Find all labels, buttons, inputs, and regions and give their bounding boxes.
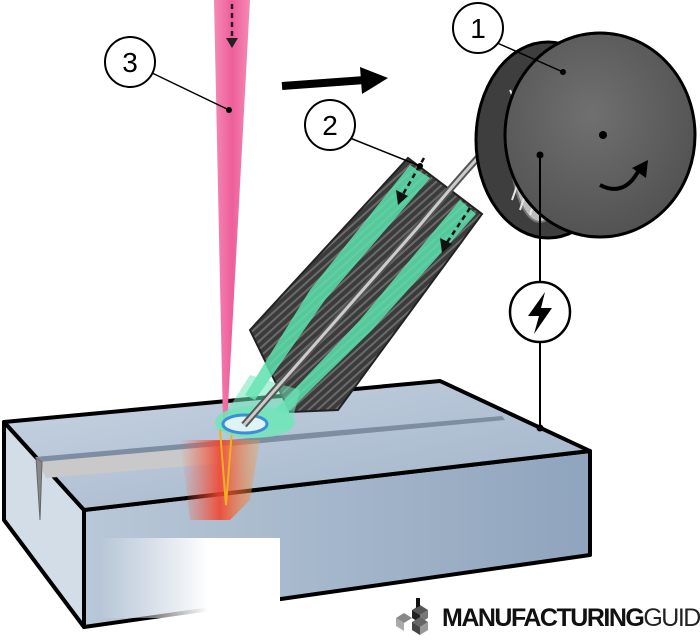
logo-text-light: GUIDE: [643, 603, 700, 632]
callout-2: 2: [304, 99, 423, 169]
weld-bead-section: [100, 538, 280, 618]
laser-direction-arrow-icon: [226, 4, 238, 48]
callout-label: 3: [122, 47, 138, 78]
manufacturing-guide-logo: MANUFACTURINGGUIDE: [392, 598, 700, 638]
rotation-arrow-icon: [599, 167, 642, 191]
callout-1: 1: [452, 2, 566, 75]
callout-3: 3: [104, 36, 232, 113]
callout-label: 2: [322, 110, 338, 141]
shield-gas-channel: [245, 165, 430, 400]
lightning-icon: [528, 292, 552, 334]
laser-beam: [214, 0, 250, 425]
travel-direction-arrow-icon: [281, 67, 388, 94]
power-source: [508, 151, 572, 432]
logo-text-bold: MANUFACTURING: [442, 603, 645, 632]
gas-flow-arrow-icon: [396, 157, 426, 205]
workpiece: [2, 379, 592, 629]
cube-logo-icon: [396, 598, 428, 635]
gas-flow-arrow-icon: [440, 207, 472, 253]
shield-gas-channel: [275, 200, 476, 415]
wire-spool: [474, 31, 697, 240]
callout-label: 1: [470, 13, 486, 44]
melt-zone: [180, 440, 260, 520]
